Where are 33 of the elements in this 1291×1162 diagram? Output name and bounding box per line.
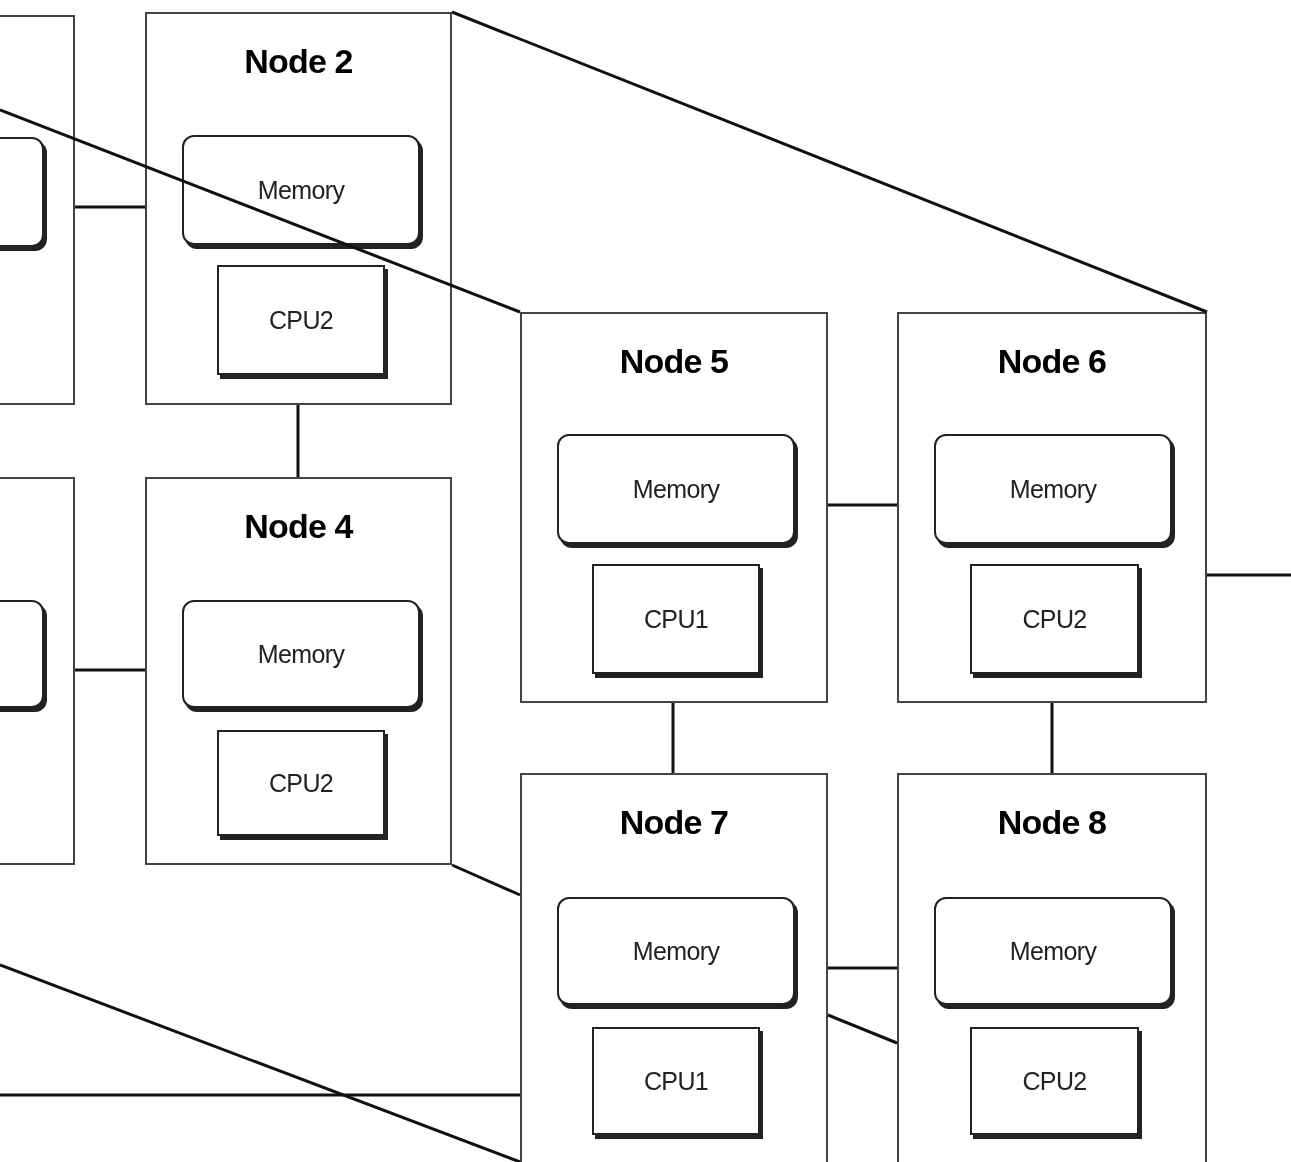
component-label: Memory xyxy=(632,938,720,964)
connector-line xyxy=(828,966,897,970)
node-title: Node 2 xyxy=(243,44,354,78)
connector-line xyxy=(296,405,300,477)
node-box xyxy=(520,312,828,703)
node-title: Node 6 xyxy=(996,344,1108,378)
connector-line xyxy=(1050,703,1054,773)
component-label: CPU2 xyxy=(1022,606,1087,632)
node-box xyxy=(897,312,1207,703)
node-box xyxy=(145,477,452,865)
node-title: Node 4 xyxy=(243,509,355,543)
node-box xyxy=(897,773,1207,1162)
component-label: CPU1 xyxy=(643,606,709,632)
component-label: Memory xyxy=(1009,938,1097,964)
connector-line xyxy=(671,703,675,773)
component-label: Memory xyxy=(257,641,345,667)
component-label: Memory xyxy=(632,476,720,502)
connector-line xyxy=(75,205,145,209)
node-title: Node 5 xyxy=(618,344,730,378)
component-label: CPU2 xyxy=(268,770,334,796)
component-label: CPU2 xyxy=(268,307,334,333)
connector-line xyxy=(1207,573,1291,577)
component-label: CPU1 xyxy=(643,1068,709,1094)
node-title: Node 8 xyxy=(996,805,1108,839)
node-box xyxy=(145,12,452,405)
node-box xyxy=(520,773,828,1162)
component-label: CPU2 xyxy=(1022,1068,1087,1094)
component-label: Memory xyxy=(1009,476,1097,502)
node-title: Node 7 xyxy=(618,805,730,839)
connector-line xyxy=(75,668,145,672)
connector-line xyxy=(0,1093,520,1097)
connector-line xyxy=(828,503,897,507)
component-label: Memory xyxy=(257,177,345,203)
